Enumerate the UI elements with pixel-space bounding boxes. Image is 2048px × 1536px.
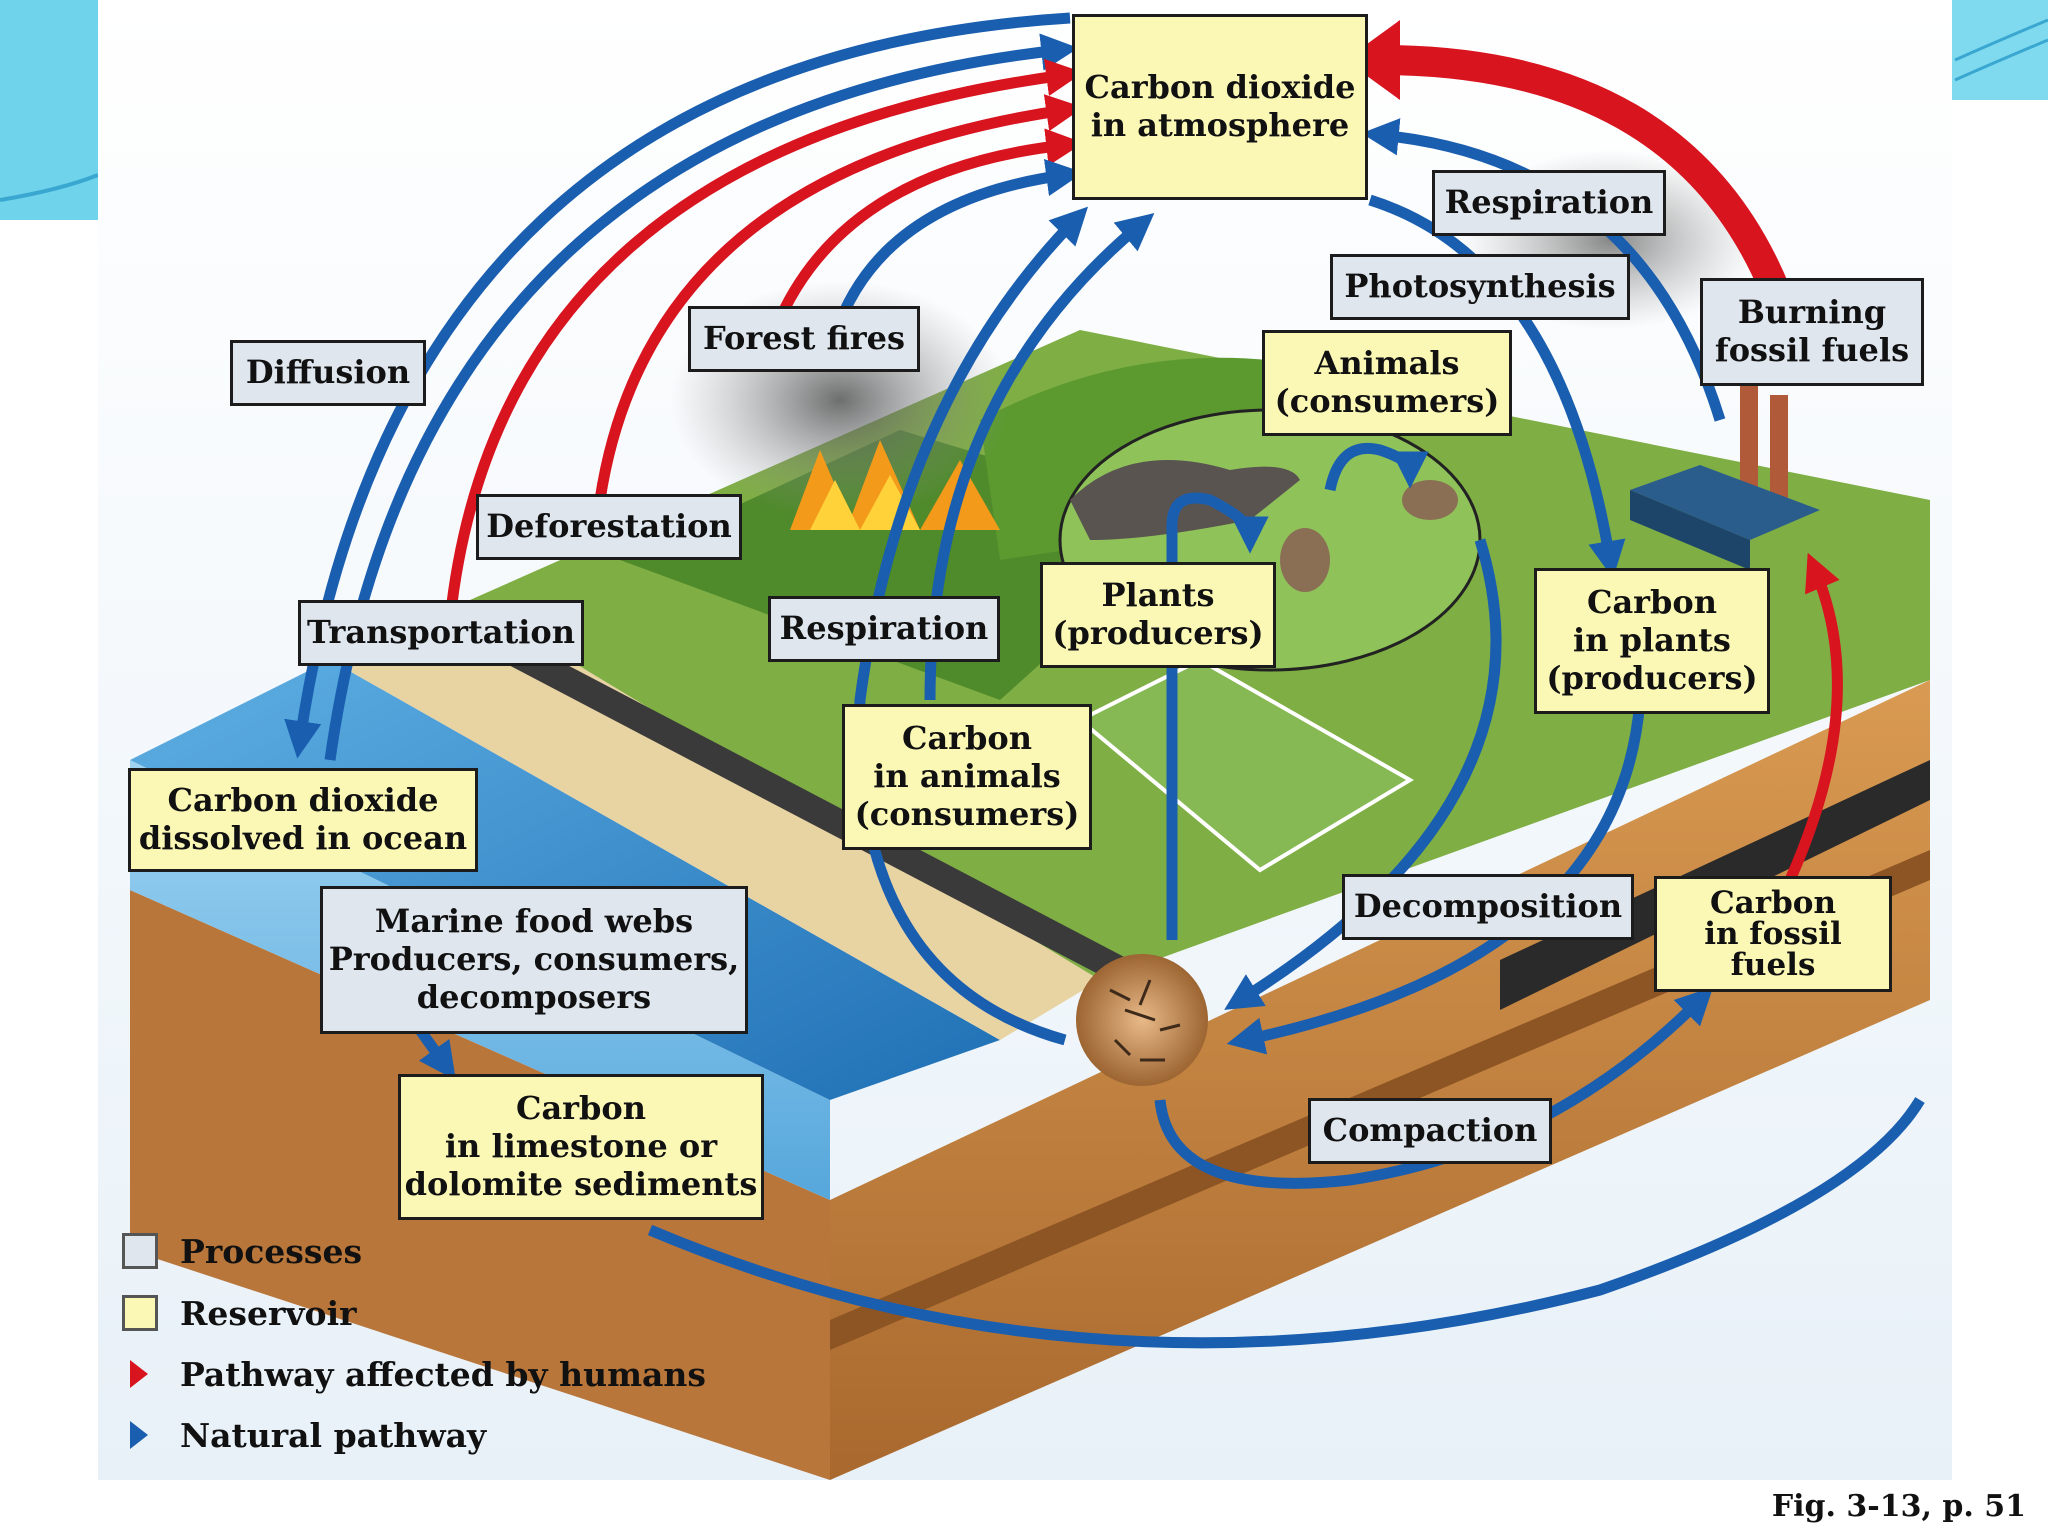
diffusion-arrow-down [284, 12, 1071, 759]
smokestack [1740, 380, 1758, 500]
legend-item-processes: Processes [122, 1228, 362, 1274]
reservoir-fossil-fuels: Carbon in fossil fuels [1654, 876, 1892, 992]
slide-decoration-right [1952, 0, 2048, 100]
legend-item-reservoir: Reservoir [122, 1290, 357, 1336]
reservoir-plants-producers: Plants (producers) [1040, 562, 1276, 668]
process-photosynthesis: Photosynthesis [1330, 254, 1630, 320]
process-compaction: Compaction [1308, 1098, 1552, 1164]
rabbit [1280, 528, 1330, 592]
compaction-arrow [1154, 986, 1714, 1189]
figure-caption: Fig. 3-13, p. 51 [1771, 1489, 2026, 1524]
blue-arrow-icon [130, 1421, 148, 1449]
process-transportation: Transportation [298, 600, 584, 666]
process-forest-fires: Forest fires [688, 306, 920, 372]
red-arrow-icon [130, 1360, 148, 1388]
pasture [1076, 657, 1414, 873]
reservoir-co2-atmosphere: Carbon dioxide in atmosphere [1072, 14, 1368, 200]
sediment-cycle-arrow [647, 1097, 1925, 1349]
legend-label: Natural pathway [180, 1415, 487, 1455]
decomposers-microbes [1076, 954, 1208, 1086]
reservoir-co2-ocean: Carbon dioxide dissolved in ocean [128, 768, 478, 872]
legend-swatch-processes [122, 1233, 158, 1269]
process-diffusion: Diffusion [230, 340, 426, 406]
photosynthesis-arrow [1368, 194, 1626, 579]
transportation-arrow [444, 58, 1084, 621]
legend-swatch-reservoir [122, 1295, 158, 1331]
reservoir-animals-consumers: Animals (consumers) [1262, 330, 1512, 436]
legend-label: Processes [180, 1231, 363, 1271]
process-marine-food-webs: Marine food webs Producers, consumers, d… [320, 886, 748, 1034]
food-chain-arrow [1166, 492, 1269, 940]
factory-building [1630, 465, 1820, 540]
process-respiration-mid: Respiration [768, 596, 1000, 662]
diffusion-arrow-up [324, 33, 1079, 761]
road [480, 635, 1130, 975]
process-decomposition: Decomposition [1342, 874, 1634, 940]
respiration-animals-arrow [854, 206, 1089, 1046]
legend-label: Pathway affected by humans [180, 1354, 706, 1394]
legend-item-natural-pathway: Natural pathway [122, 1412, 486, 1458]
marine-to-sediment-arrow [415, 1026, 456, 1081]
burning-fossil-fuels-arrow [1379, 45, 1789, 296]
deforestation-arrow [594, 94, 1084, 501]
fossil-fuel-extraction-arrow [1784, 552, 1843, 883]
slide-decoration-left [0, 0, 98, 220]
process-burning-fossil-fuels: Burning fossil fuels [1700, 278, 1924, 386]
legend-item-human-pathway: Pathway affected by humans [122, 1351, 706, 1397]
reservoir-limestone: Carbon in limestone or dolomite sediment… [398, 1074, 764, 1220]
legend-label: Reservoir [180, 1293, 357, 1333]
reservoir-carbon-plants: Carbon in plants (producers) [1534, 568, 1770, 714]
forest-fires-arrow-red [769, 128, 1084, 333]
process-deforestation: Deforestation [476, 494, 742, 560]
forest-fires-arrow-blue [829, 158, 1084, 337]
decomposition-arrow-1 [1224, 538, 1502, 1010]
process-respiration-top: Respiration [1432, 170, 1666, 236]
reservoir-carbon-animals: Carbon in animals (consumers) [842, 704, 1092, 850]
